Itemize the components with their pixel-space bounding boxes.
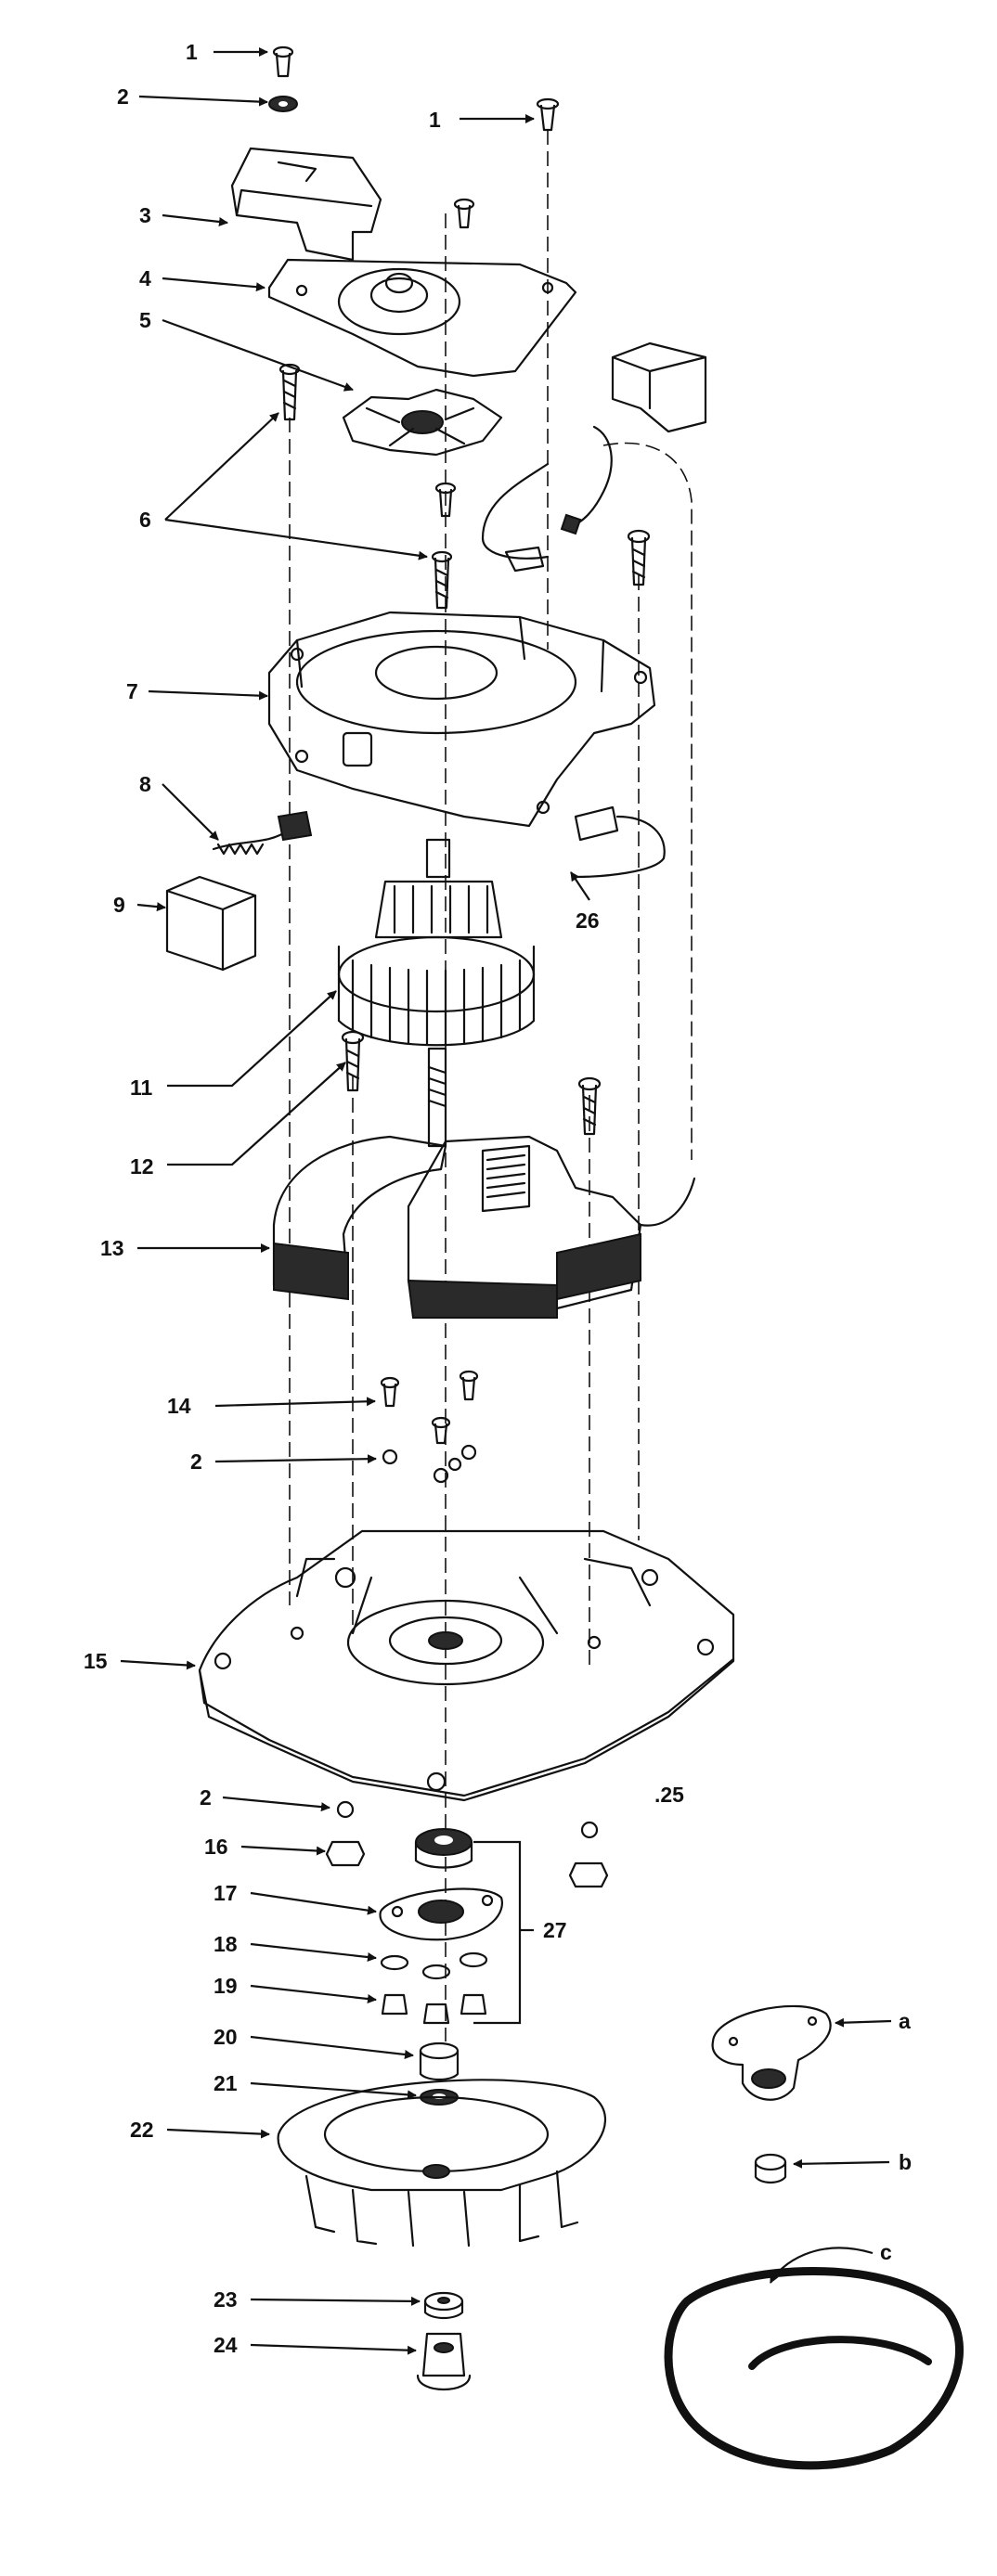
nut-part-16: [325, 1840, 609, 1888]
base-plate-part-15: [198, 1529, 735, 1802]
washer-part-2: [268, 96, 298, 112]
callout-4: 4: [139, 266, 151, 290]
screw-part-1-top: [272, 45, 294, 78]
callout-25: .25: [654, 1783, 684, 1807]
callout-18: 18: [214, 1932, 238, 1956]
callout-26: 26: [576, 908, 600, 933]
callout-5: 5: [139, 308, 151, 332]
callout-1-right: 1: [429, 108, 441, 132]
screw-part-6-low: [431, 550, 453, 610]
bearing-retainer-part-17: [379, 1887, 503, 1941]
lock-washers-part-2: [382, 1444, 477, 1484]
screw-part-1-right: [536, 97, 560, 132]
screw-part-right: [627, 529, 651, 586]
callout-27: 27: [543, 1918, 567, 1942]
callout-c: c: [880, 2240, 892, 2264]
callout-1-top: 1: [186, 40, 198, 64]
sleeve-part-20: [419, 2041, 460, 2081]
callout-labels: 1 2 1 3 4 5 6 7 8 9 26 11 12 13 14 2 15 …: [84, 40, 912, 2357]
brush-spring-part-8: [212, 810, 313, 856]
field-coil-part-13: [272, 1135, 696, 1319]
nuts-part-19: [381, 1993, 487, 2025]
accessory-part-c-belt: [664, 2267, 964, 2470]
alignment-lines: [289, 130, 693, 2041]
washer-part-23: [423, 2291, 464, 2320]
callout-20: 20: [214, 2025, 238, 2049]
nut-part-24: [416, 2332, 472, 2391]
callout-9: 9: [113, 893, 125, 917]
motor-housing-part-7: [267, 611, 656, 828]
brush-lead-part-26: [574, 805, 666, 879]
screw-part-6-mid: [434, 482, 457, 518]
callout-3: 3: [139, 203, 151, 227]
lock-washer-part-2-bottom: [336, 1800, 599, 1839]
brush-spring-top: [560, 425, 613, 535]
callout-13: 13: [100, 1236, 124, 1260]
callout-7: 7: [126, 679, 138, 703]
callout-2-mid: 2: [190, 1449, 202, 1474]
fan-blade-part-5: [342, 388, 503, 457]
callout-a: a: [899, 2009, 911, 2033]
bearing-part-25: [414, 1828, 473, 1869]
group-bracket-part-27: [473, 1840, 534, 2025]
screw-part-plate: [453, 198, 475, 229]
callout-2-bottom: 2: [200, 1785, 212, 1810]
wire-lead-top: [481, 462, 550, 573]
callout-b: b: [899, 2150, 912, 2174]
brush-holder-part-9: [165, 875, 257, 972]
end-plate-part-4: [267, 258, 577, 378]
callout-16: 16: [204, 1835, 228, 1859]
brush-holder-top-right: [611, 341, 707, 433]
callout-8: 8: [139, 772, 151, 796]
switch-bracket-part-3: [230, 147, 382, 262]
leader-lines: [120, 47, 892, 2355]
screw-part-12-left: [341, 1030, 365, 1092]
callout-6: 6: [139, 508, 151, 532]
accessory-part-a: [711, 2004, 832, 2101]
callout-22: 22: [130, 2118, 154, 2142]
callout-23: 23: [214, 2287, 238, 2312]
accessory-part-b: [754, 2153, 787, 2184]
callout-15: 15: [84, 1649, 108, 1673]
callout-12: 12: [130, 1154, 154, 1179]
armature-part-11: [337, 838, 536, 1148]
callout-14: 14: [167, 1394, 191, 1418]
washers-part-18: [380, 1951, 488, 1980]
callout-21: 21: [214, 2071, 238, 2095]
callout-2-top: 2: [117, 84, 129, 109]
callout-17: 17: [214, 1881, 238, 1905]
callout-11: 11: [130, 1075, 153, 1100]
screw-part-6-left: [278, 363, 301, 421]
callout-19: 19: [214, 1974, 238, 1998]
screw-part-12-right: [577, 1076, 602, 1136]
fan-part-22: [277, 2079, 606, 2248]
callout-24: 24: [214, 2333, 238, 2357]
screws-part-14: [380, 1370, 479, 1445]
